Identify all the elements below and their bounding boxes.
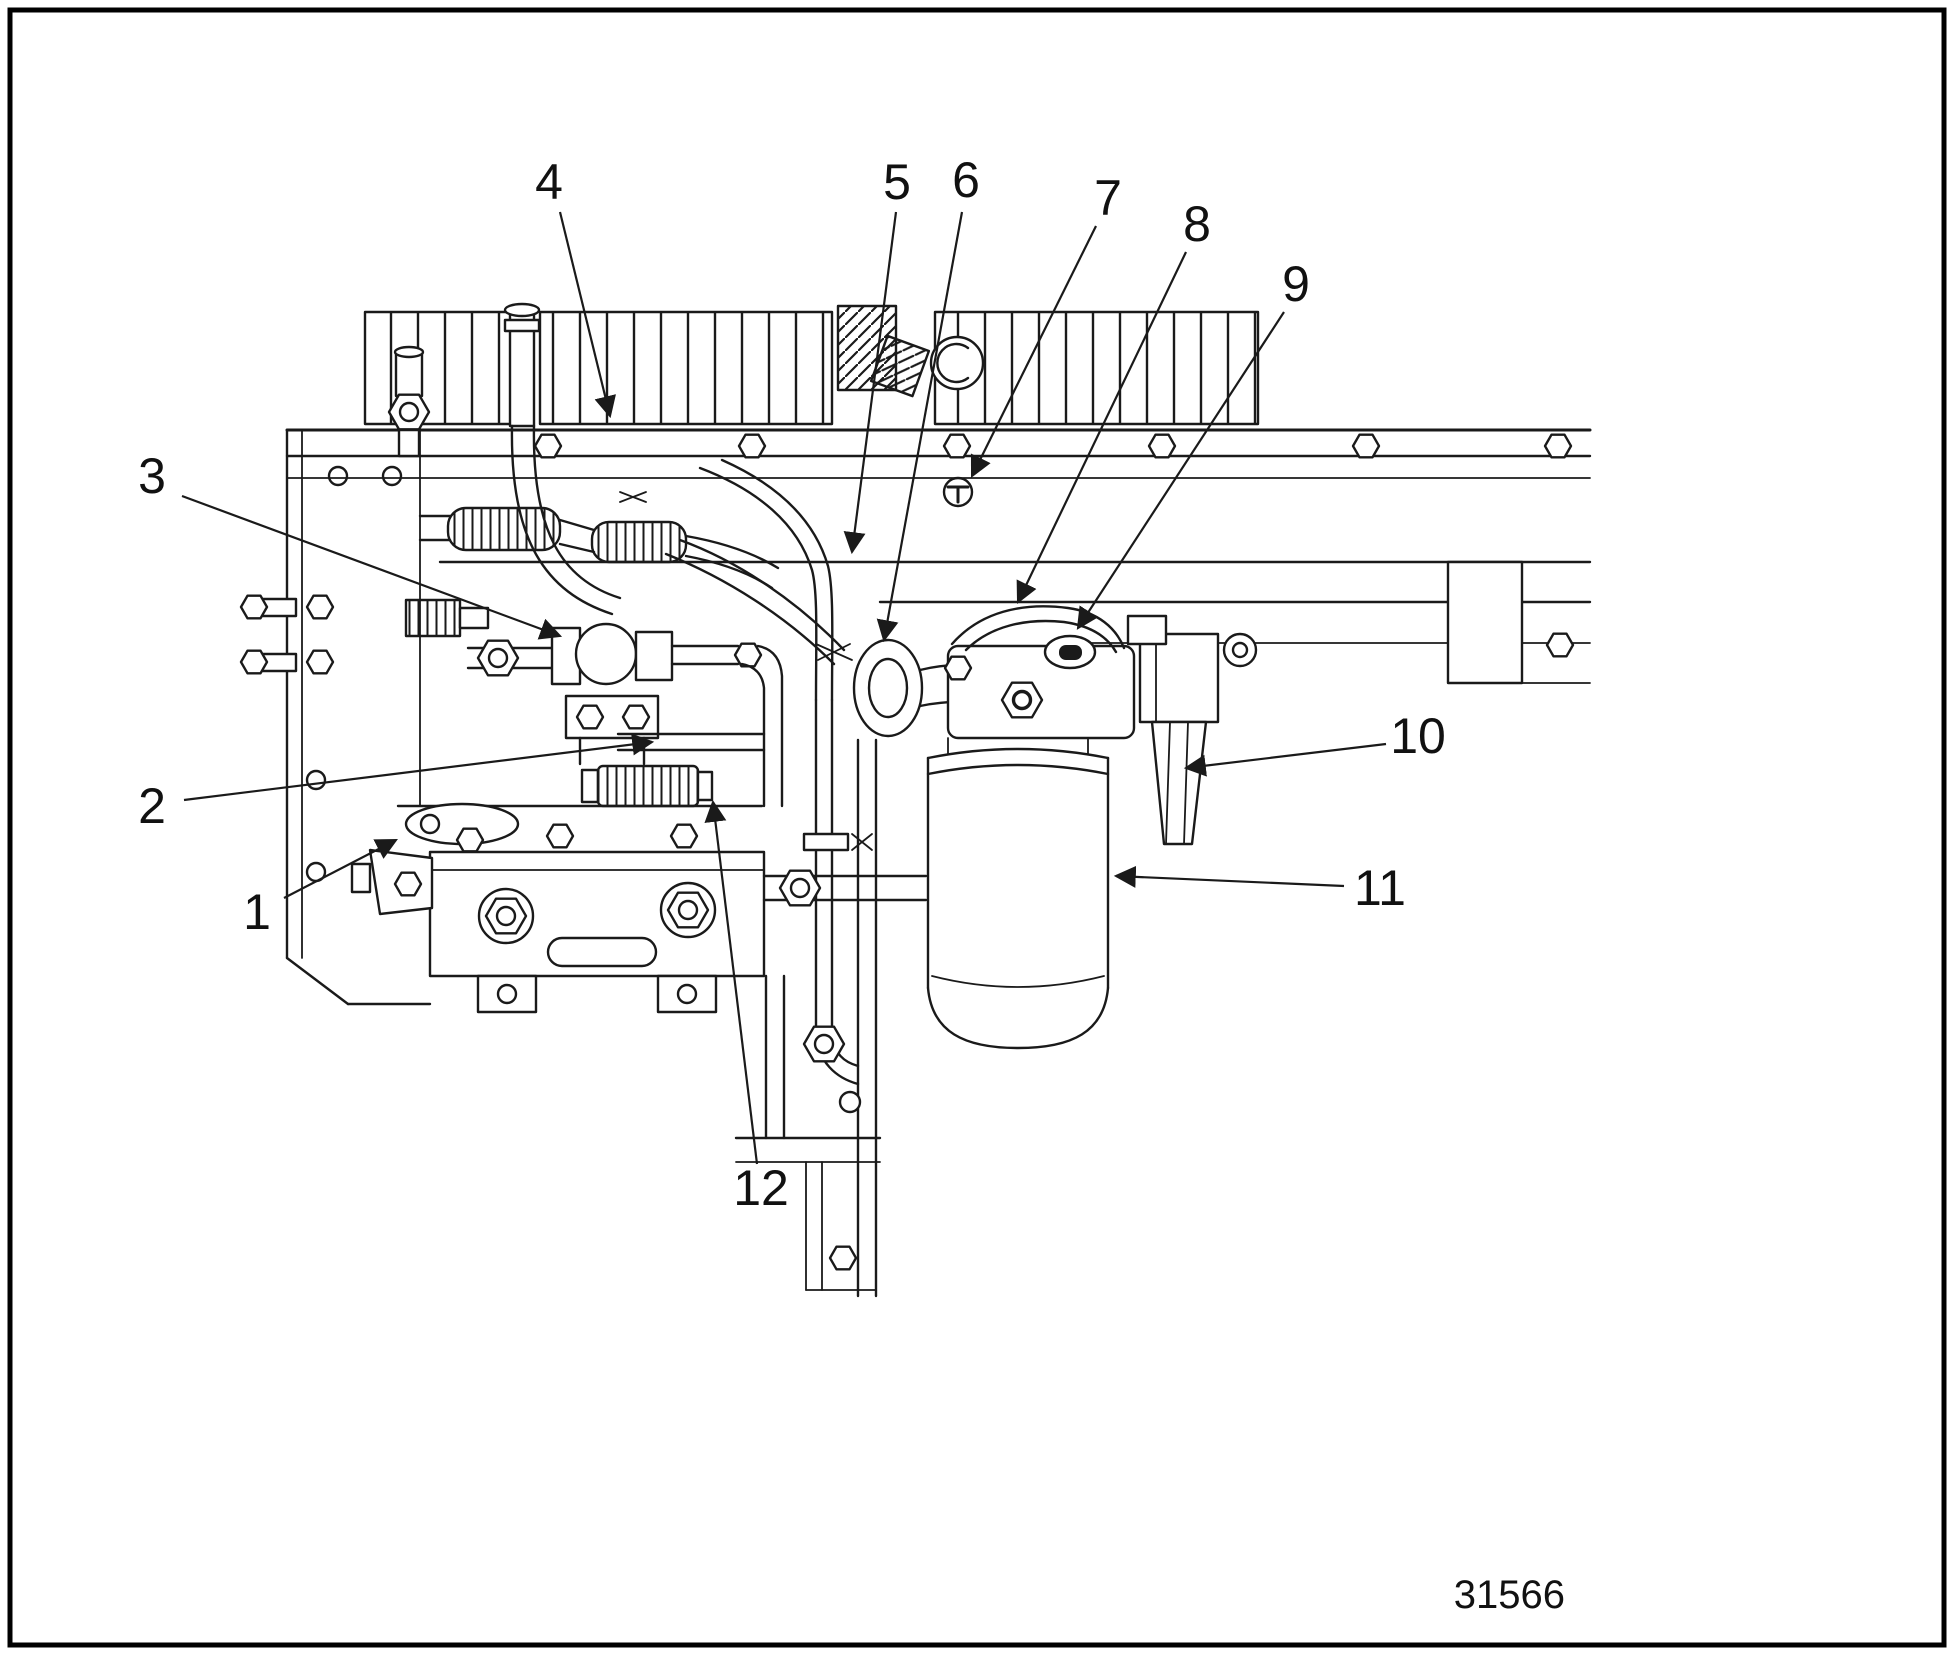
fuel-check-valve [466,622,784,808]
hatched-boss-small [869,334,931,398]
fuel-lines [510,424,873,1036]
block-bolt [1543,433,1573,459]
callout-label-10: 10 [1390,708,1446,764]
callout-arrow-3 [181,494,563,640]
callout-label-12: 12 [733,1160,789,1216]
housing-nut [305,594,335,620]
callout-arrow-5 [843,211,898,555]
lower-pipes [734,738,928,1298]
block-bolt [1545,632,1575,658]
valve-bracket [564,694,660,766]
pump-screw [666,891,710,929]
figure-number: 31566 [1454,1573,1565,1617]
callout-label-5: 5 [883,154,911,210]
pump-screw [484,897,528,935]
callout-label-6: 6 [952,152,980,208]
sensor-fitting [404,598,490,638]
housing-bolt [239,594,269,620]
callouts: 1 2 3 4 5 6 7 8 9 10 11 12 [138,152,1446,1216]
corrugated-hose [446,506,562,552]
callout-arrow-6 [876,211,964,643]
fuel-supply-tube [950,605,1126,650]
callout-label-9: 9 [1282,256,1310,312]
pump-bolt [545,823,575,849]
engine-block [285,428,1592,685]
pump-foot [656,974,718,1014]
pipe-fitting-nut [778,869,822,907]
tube-clamp [815,643,853,661]
callout-arrow-9 [1076,311,1285,630]
lower-bolt [828,1245,858,1271]
block-rib [1446,560,1524,685]
callout-arrow-1 [283,838,398,899]
page-border [7,7,1947,1648]
head-fitting [1000,681,1044,719]
pump-foot [476,974,538,1014]
valve-fitting-nut [733,642,763,668]
block-bolt [1147,433,1177,459]
housing-nut [305,649,335,675]
hose-clamp [619,491,647,503]
fuel-pump [350,764,766,1014]
fuel-filter [926,737,1110,1050]
top-pipe [503,302,541,428]
mounting-bracket [1126,614,1220,846]
callout-arrow-12 [704,799,759,1165]
fuel-filter-head [943,605,1136,740]
block-bolt [942,433,972,459]
pump-bolt [455,827,485,853]
housing-bolt [239,649,269,675]
breather-fitting [387,345,431,458]
valve-fitting-nut [476,639,520,677]
callout-label-7: 7 [1094,170,1122,226]
head-slot [1059,645,1082,660]
callout-label-8: 8 [1183,196,1211,252]
block-bolt [1351,433,1381,459]
callout-arrow-8 [1016,251,1187,604]
pump-bolt [669,823,699,849]
callout-arrow-7 [970,225,1097,478]
callout-label-2: 2 [138,778,166,834]
valve-body [574,622,638,686]
callout-arrow-4 [558,211,616,419]
block-bolt [533,433,563,459]
shutoff-solenoid [580,764,714,808]
banjo-bolt [802,1025,846,1063]
block-bolt [737,433,767,459]
callout-label-4: 4 [535,154,563,210]
hose-clamp-band [802,832,850,852]
block-plug [1222,632,1258,668]
pipe-plug [942,476,974,508]
head-bolt [943,655,973,681]
callout-label-11: 11 [1354,860,1406,916]
callout-label-1: 1 [243,884,271,940]
callout-arrow-10 [1183,742,1387,777]
callout-arrow-2 [183,733,655,802]
callout-arrow-11 [1113,865,1345,888]
engine-cooling-fins [363,304,1260,426]
pan-rail-bracket [350,848,434,916]
pump-slot [546,936,658,968]
gear-housing [239,345,490,1006]
callout-label-3: 3 [138,448,166,504]
